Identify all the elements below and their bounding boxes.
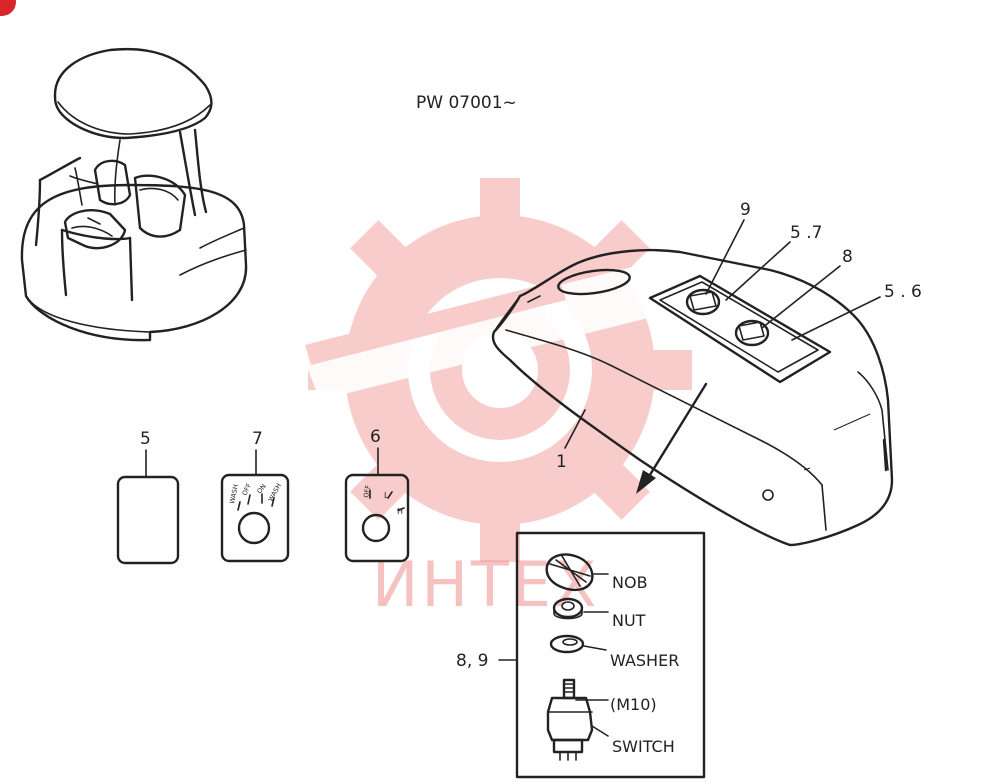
machine-overview-illustration: [20, 47, 248, 342]
plate-6-marking-2: L: [384, 491, 389, 500]
label-nob: NOB: [612, 573, 648, 592]
switch-part: [546, 678, 594, 761]
label-nut: NUT: [612, 611, 646, 630]
detail-arrow: [636, 382, 708, 494]
switch-assembly-detail: 8, 9 NOB NUT WASHER: [456, 531, 706, 779]
callout-part-1: 1: [556, 452, 567, 472]
plate-7-marking-2: OFF: [241, 482, 254, 497]
console-housing: [491, 248, 894, 547]
watermark-logo: [300, 178, 720, 562]
plate-6-marking-3: H: [397, 507, 403, 516]
washer-part: [549, 634, 585, 654]
callout-part-6: 6: [370, 427, 381, 447]
label-washer: WASHER: [610, 651, 679, 670]
knob-part: [545, 553, 594, 592]
callout-part-5-7: 5 .7: [790, 223, 822, 243]
nut-part: [552, 597, 584, 620]
plate-6-marking-1: OFF: [362, 484, 372, 498]
callout-part-8-9: 8, 9: [456, 651, 488, 671]
callout-part-5: 5: [140, 429, 151, 449]
callout-part-5-6: 5 . 6: [884, 282, 922, 302]
plate-7-marking-1: WASH: [228, 484, 240, 505]
label-thread-size: (M10): [610, 695, 657, 714]
plate-7-marking-4: WASH: [267, 482, 283, 503]
label-switch: SWITCH: [612, 737, 675, 756]
callout-part-9: 9: [740, 200, 751, 220]
corner-marker: [0, 0, 16, 16]
plate-5: 5: [116, 429, 180, 565]
plate-7: 7 WASH OFF ON WASH: [220, 429, 290, 563]
callout-part-7: 7: [252, 429, 263, 449]
plate-6: 6 OFF L H: [344, 427, 410, 563]
callout-part-8: 8: [842, 247, 853, 267]
watermark-text: ИНТЕХ: [372, 548, 600, 621]
serial-range-label: PW 07001~: [416, 93, 517, 113]
plate-7-marking-3: ON: [255, 482, 268, 495]
